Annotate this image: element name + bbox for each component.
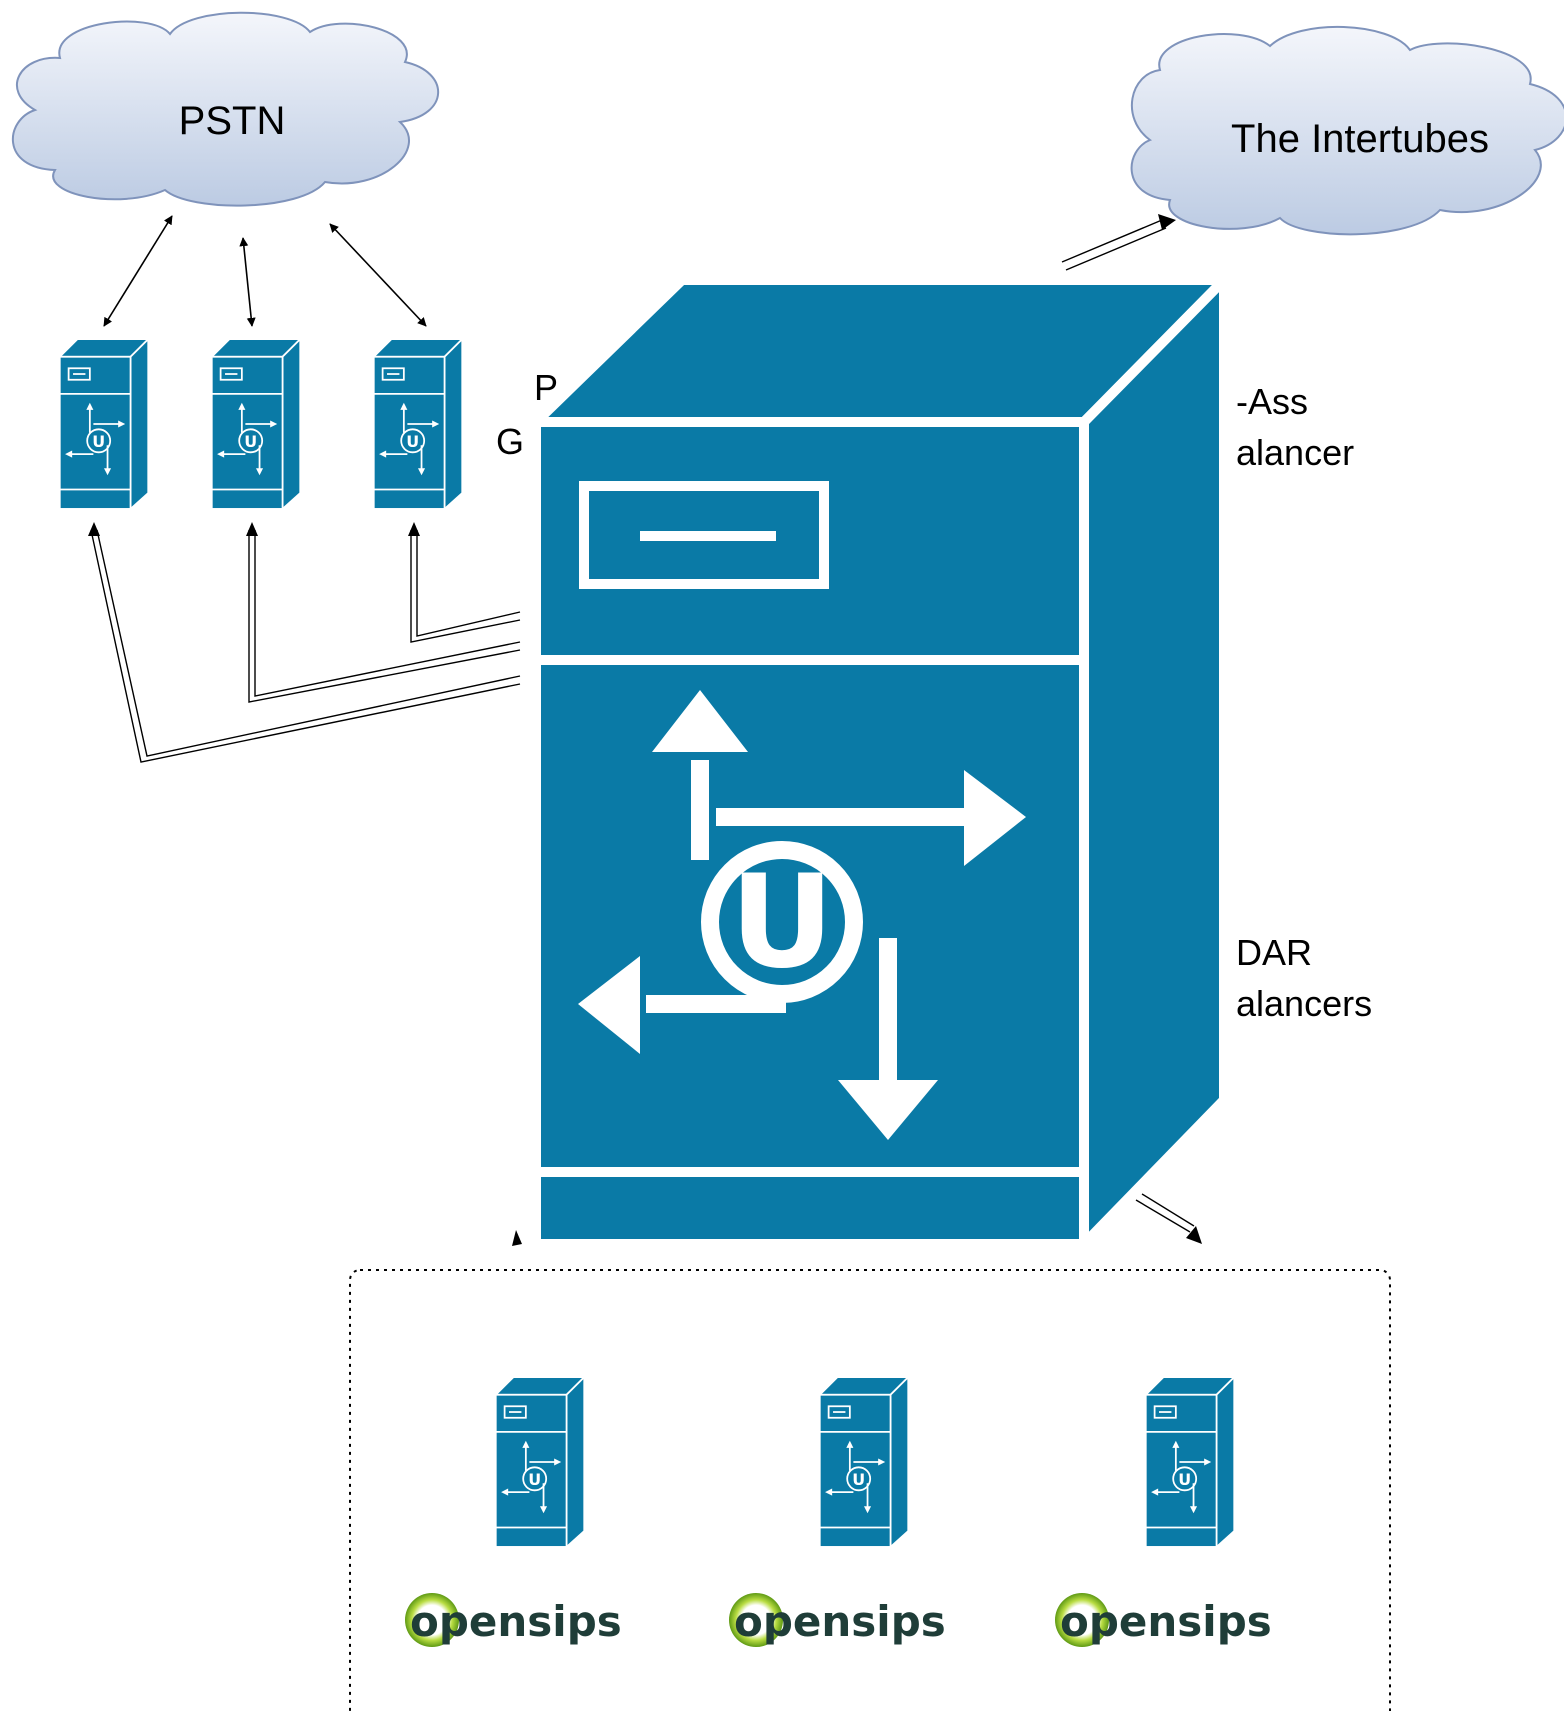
opensips-ring-icon (729, 1593, 783, 1647)
arrow-pstn-gw3 (329, 223, 427, 327)
arrow-pstn-gw2 (239, 237, 256, 327)
gateways-label-line2: G (496, 421, 524, 462)
cluster-server-3-icon (1144, 1376, 1236, 1548)
large-server-icon: U (523, 267, 1236, 1274)
connector-gw3-a (416, 530, 521, 637)
svg-text:U: U (730, 848, 834, 997)
gateway-server-3-icon (372, 338, 464, 510)
gateway-lb-connectors (88, 522, 521, 763)
cluster-server-2-icon (818, 1376, 910, 1548)
lb-top-label-line2: alancer (1236, 432, 1354, 473)
opensips-ring-icon (1055, 1593, 1109, 1647)
pstn-cloud: PSTN (12, 11, 440, 207)
opensips-logo-2: opensips (729, 1593, 946, 1647)
internet-cloud: The Intertubes (1130, 25, 1564, 236)
cluster-server-1-icon (494, 1376, 586, 1548)
gateway-server-2-icon (210, 338, 302, 510)
connector-gw2-a (254, 530, 521, 697)
opensips-wordmark: opensips (410, 1597, 622, 1646)
pstn-label: PSTN (179, 99, 286, 143)
opensips-wordmark: opensips (734, 1597, 946, 1646)
lb-mid-label-line2: alancers (1236, 983, 1372, 1024)
u-router-arrows-icon: U (578, 690, 1026, 1140)
connector-gw2-b (248, 530, 521, 703)
opensips-cluster-box (349, 1269, 1391, 1711)
opensips-logo-1: opensips (405, 1593, 622, 1647)
opensips-wordmark: opensips (1060, 1597, 1272, 1646)
opensips-logo-3: opensips (1055, 1593, 1272, 1647)
lb-mid-label-line1: DAR (1236, 932, 1312, 973)
opensips-ring-icon (405, 1593, 459, 1647)
connector-gw1-b (90, 529, 521, 763)
internet-label: The Intertubes (1231, 117, 1489, 161)
connector-gw1-a (96, 529, 521, 757)
lb-internet-connector (1061, 214, 1176, 271)
pstn-gateway-arrows (103, 215, 427, 327)
arrow-pstn-gw1 (103, 215, 173, 327)
lb-top-label-line1: -Ass (1236, 381, 1308, 422)
gateway-server-1-icon (58, 338, 150, 510)
lb-cluster-connector (512, 1193, 1202, 1246)
connector-gw3-b (410, 530, 521, 643)
